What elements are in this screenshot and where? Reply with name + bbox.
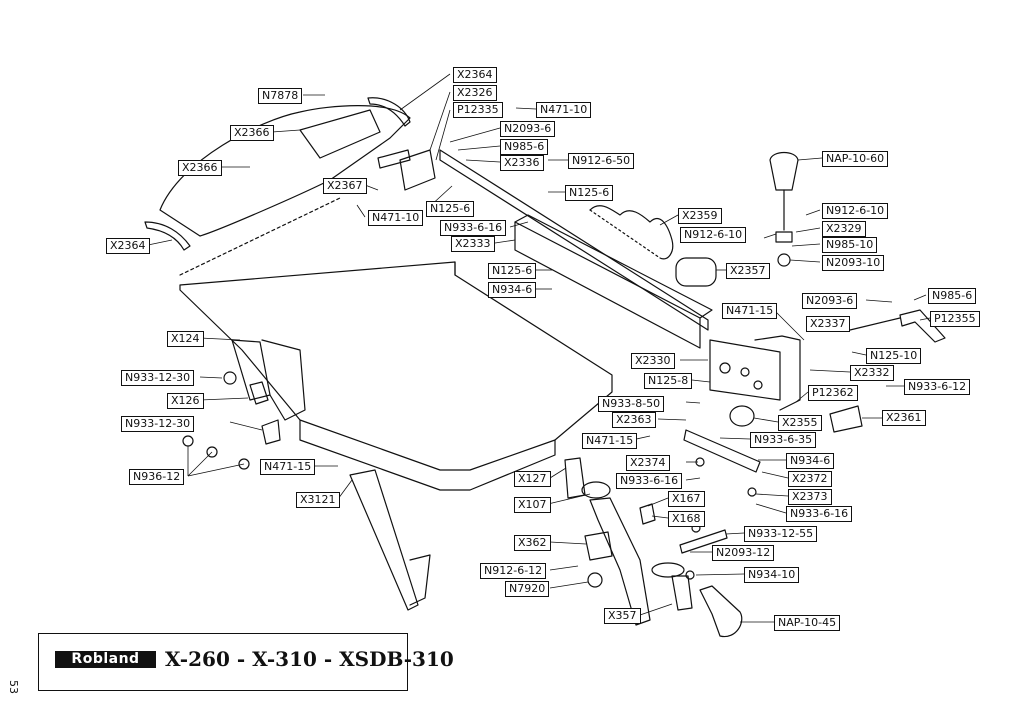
part-callout: N471-15 xyxy=(722,303,778,319)
part-callout: N934-6 xyxy=(786,453,835,469)
part-callout: X2329 xyxy=(822,221,866,237)
part-callout: N125-10 xyxy=(866,348,922,364)
part-callout: X2361 xyxy=(882,410,926,426)
part-callout: N471-15 xyxy=(582,433,638,449)
part-callout: N912-6-50 xyxy=(568,153,635,169)
part-callout: X127 xyxy=(514,471,551,487)
channel xyxy=(514,221,701,349)
part-callout: N2093-12 xyxy=(712,545,775,561)
part-callout: N7920 xyxy=(505,581,550,597)
top-knob xyxy=(769,151,799,191)
part-callout: N2093-6 xyxy=(500,121,556,137)
part-callout: N933-8-50 xyxy=(598,396,665,412)
part-callout: N933-12-30 xyxy=(121,416,195,432)
part-callout: N933-12-55 xyxy=(744,526,818,542)
title-box: Robland X-260 - X-310 - XSDB-310 xyxy=(38,633,454,691)
part-callout: X2366 xyxy=(178,160,222,176)
guard-end-top xyxy=(367,97,411,127)
bracket-plate xyxy=(709,339,781,401)
part-callout: X2337 xyxy=(806,316,850,332)
model-names: X-260 - X-310 - XSDB-310 xyxy=(165,647,454,671)
sleeve xyxy=(675,257,717,287)
part-callout: N985-6 xyxy=(928,288,977,304)
block xyxy=(829,405,863,433)
part-callout: N933-6-16 xyxy=(440,220,507,236)
lever-handle xyxy=(899,309,946,343)
part-callout: N912-6-10 xyxy=(680,227,747,243)
planer-table xyxy=(179,261,613,471)
part-callout: X2364 xyxy=(106,238,150,254)
part-callout: X3121 xyxy=(296,492,340,508)
guide-bar xyxy=(439,149,709,331)
part-callout: X2326 xyxy=(453,85,497,101)
spring xyxy=(589,205,674,260)
part-callout: N125-6 xyxy=(488,263,537,279)
part-callout: N985-10 xyxy=(822,237,878,253)
part-callout: N933-6-12 xyxy=(904,379,971,395)
part-callout: X2330 xyxy=(631,353,675,369)
part-callout: X2333 xyxy=(451,236,495,252)
part-callout: NAP-10-60 xyxy=(822,151,889,167)
part-callout: X2336 xyxy=(500,155,544,171)
part-callout: N125-6 xyxy=(565,185,614,201)
part-callout: X2372 xyxy=(788,471,832,487)
part-callout: P12362 xyxy=(808,385,858,401)
part-callout: N471-15 xyxy=(260,459,316,475)
part-callout: X124 xyxy=(167,331,204,347)
part-callout: X2357 xyxy=(726,263,770,279)
part-callout: N933-12-30 xyxy=(121,370,195,386)
part-callout: X2364 xyxy=(453,67,497,83)
part-callout: X107 xyxy=(514,497,551,513)
part-callout: N125-8 xyxy=(644,373,693,389)
part-callout: X2367 xyxy=(323,178,367,194)
support-leg xyxy=(231,339,271,401)
part-callout: X168 xyxy=(668,511,705,527)
part-callout: X2373 xyxy=(788,489,832,505)
part-callout: X2366 xyxy=(230,125,274,141)
part-callout: X2374 xyxy=(626,455,670,471)
part-callout: X2332 xyxy=(850,365,894,381)
part-callout: N912-6-10 xyxy=(822,203,889,219)
part-callout: X2359 xyxy=(678,208,722,224)
part-callout: X2363 xyxy=(612,412,656,428)
part-callout: N985-6 xyxy=(500,139,549,155)
part-callout: P12355 xyxy=(930,311,980,327)
part-callout: X357 xyxy=(604,608,641,624)
part-callout: P12335 xyxy=(453,102,503,118)
bottom-knob xyxy=(699,585,743,638)
part-callout: N471-10 xyxy=(368,210,424,226)
part-callout: X126 xyxy=(167,393,204,409)
part-callout: N2093-10 xyxy=(822,255,885,271)
bottom-rail xyxy=(683,429,761,473)
part-callout: N933-6-16 xyxy=(786,506,853,522)
part-callout: N125-6 xyxy=(426,201,475,217)
part-callout: X2355 xyxy=(778,415,822,431)
part-callout: N7878 xyxy=(258,88,303,104)
part-callout: N912-6-12 xyxy=(480,563,547,579)
guard-end-bottom xyxy=(144,221,191,251)
adjust-rod xyxy=(349,469,419,611)
guard-cover xyxy=(159,105,411,237)
part-callout: N933-6-35 xyxy=(750,432,817,448)
part-callout: X362 xyxy=(514,535,551,551)
part-callout: N934-6 xyxy=(488,282,537,298)
part-callout: X167 xyxy=(668,491,705,507)
part-callout: N936-12 xyxy=(129,469,185,485)
part-callout: NAP-10-45 xyxy=(774,615,841,631)
part-callout: N934-10 xyxy=(744,567,800,583)
brand-logo: Robland xyxy=(55,651,156,668)
part-callout: N471-10 xyxy=(536,102,592,118)
part-callout: N2093-6 xyxy=(802,293,858,309)
part-callout: N933-6-16 xyxy=(616,473,683,489)
page-number: 53 xyxy=(7,680,20,694)
